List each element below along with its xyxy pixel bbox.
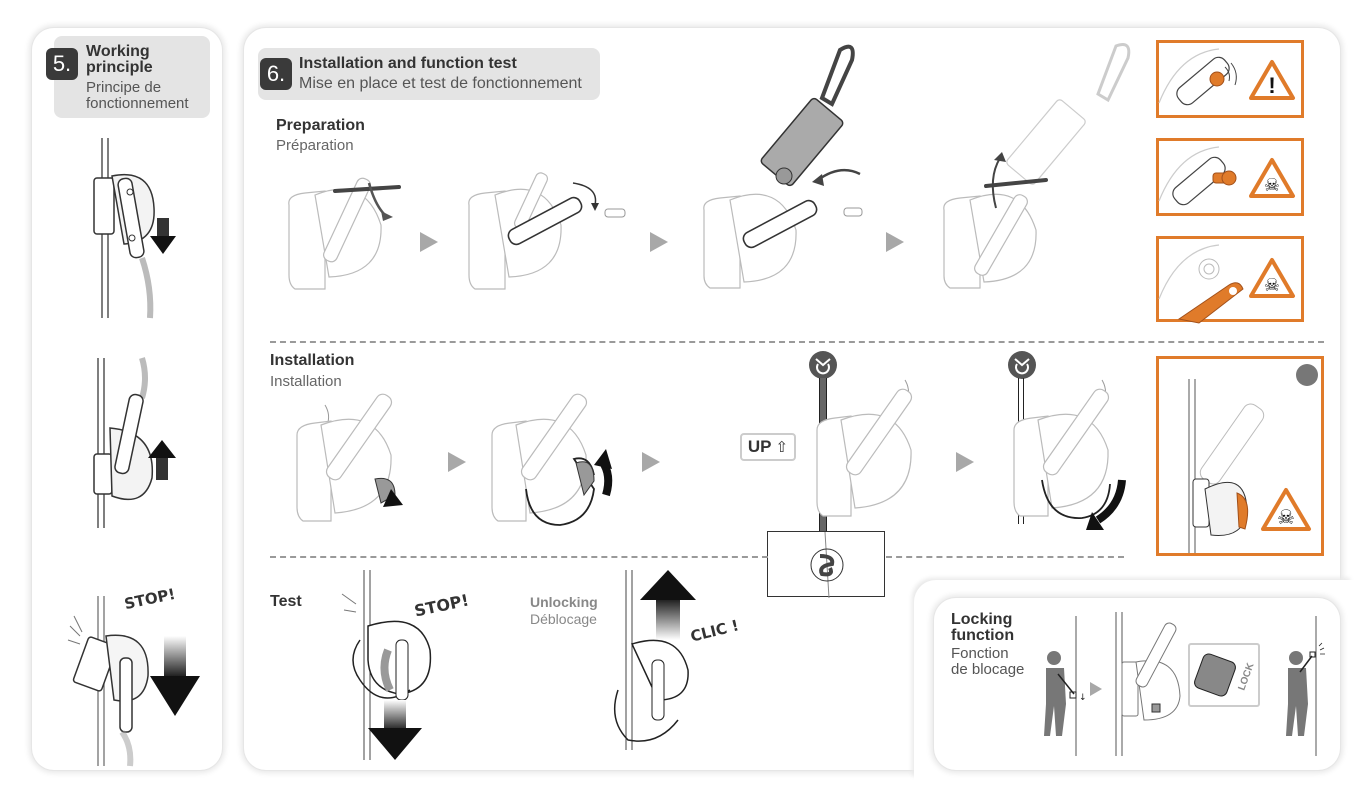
next-step-arrow-icon: [1090, 682, 1102, 696]
next-step-arrow-icon: [420, 232, 438, 252]
installation-title-fr: Mise en place et test de fonctionnement: [299, 75, 582, 92]
up-label: UP: [747, 437, 772, 456]
knot-icon: [810, 531, 844, 599]
preparation-heading-fr: Préparation: [276, 137, 354, 154]
section-divider: [886, 556, 1124, 558]
protruding-screw-illustration: [1158, 146, 1237, 206]
hand-icon: [352, 639, 411, 699]
energy-absorber-icon: [760, 97, 844, 187]
lock-detail-box: LOCK: [1188, 643, 1260, 707]
hand-icon: [613, 689, 679, 742]
missing-screw-illustration: [1158, 244, 1244, 324]
locking-device-illustration: [1115, 612, 1181, 756]
svg-text:LOCK: LOCK: [1236, 661, 1256, 692]
install-step2-illustration: [491, 393, 613, 526]
incorrect-install-illustration: [1188, 364, 1318, 553]
svg-text:↓: ↓: [1079, 693, 1087, 703]
danger-skull-icon: ☠: [1249, 158, 1295, 198]
next-step-arrow-icon: [650, 232, 668, 252]
arrow-down-icon: [150, 218, 176, 254]
arrow-up-icon: [148, 440, 176, 480]
test-heading: Test: [270, 593, 302, 610]
installation-title-en: Installation and function test: [299, 55, 517, 72]
arrow-icon: [383, 489, 403, 507]
warning-box-loose-screw: !: [1156, 40, 1304, 118]
working-principle-title-fr: Principe de fonctionnement: [86, 80, 189, 112]
device-descending-illustration: [93, 138, 176, 319]
unlocking-heading: Unlocking: [530, 594, 598, 610]
locking-title-en-line1: Locking: [951, 611, 1013, 628]
warning-box-missing-screw: ☠: [1156, 236, 1304, 324]
pin-icon: [333, 185, 401, 193]
section-number-badge: 5.: [46, 48, 78, 80]
loose-screw-illustration: [1158, 48, 1237, 106]
carabiner-icon: [819, 44, 855, 107]
warning-exclamation-icon: !: [1249, 60, 1295, 100]
svg-text:☠: ☠: [1277, 505, 1295, 529]
working-principle-header: [54, 36, 210, 118]
install-step4-illustration: [1013, 379, 1126, 530]
danger-skull-icon: ☠: [1249, 258, 1295, 298]
unlocking-heading-fr: Déblocage: [530, 611, 597, 627]
prep-step2-illustration: [468, 172, 626, 290]
rope-anchor-icon: [1008, 351, 1036, 379]
svg-text:☠: ☠: [1264, 175, 1280, 196]
installation-header: [258, 48, 600, 100]
title-fr-line1: Principe de: [86, 79, 162, 96]
arrow-up-outline-icon: ⇧: [775, 439, 789, 456]
next-step-arrow-icon: [956, 452, 974, 472]
prep-step3-illustration: [703, 44, 863, 289]
warning-box-protruding-screw: ☠: [1156, 138, 1304, 216]
arrow-up-large-icon: [640, 570, 696, 600]
cam-lock-icon: LOCK: [1194, 653, 1257, 697]
next-step-arrow-icon: [642, 452, 660, 472]
locking-function-title: Locking function Fonction de blocage: [951, 612, 1024, 678]
prep-step4-illustration: [943, 43, 1131, 289]
person-falling-icon: ↓: [1044, 616, 1087, 756]
device-ascending-illustration: [93, 357, 176, 528]
prep-step1-illustration: [288, 177, 401, 290]
up-label-callout: UP ⇧: [740, 433, 796, 461]
installation-heading-fr: Installation: [270, 373, 342, 390]
preparation-heading: Preparation: [276, 117, 365, 134]
arrow-down-large-icon: [150, 636, 200, 716]
next-step-arrow-icon: [886, 232, 904, 252]
install-step3-illustration: [816, 379, 913, 517]
plate-icon: [507, 196, 583, 246]
section-number-badge: 6.: [260, 58, 292, 90]
svg-text:☠: ☠: [1264, 275, 1280, 296]
warning-box-incorrect-install: ☠: [1156, 356, 1324, 556]
screw-icon: [604, 208, 626, 218]
install-step1-illustration: [296, 393, 403, 522]
section-divider: [270, 341, 1324, 343]
locking-title-fr-line2: de blocage: [951, 661, 1025, 678]
title-fr-line2: fonctionnement: [86, 95, 189, 112]
test-illustration: [341, 570, 432, 760]
svg-text:!: !: [1268, 73, 1275, 98]
arrow-down-large-icon: [384, 700, 406, 730]
danger-skull-icon: ☠: [1261, 488, 1311, 531]
person-arrested-icon: [1286, 616, 1325, 756]
knot-detail-box: [767, 531, 885, 599]
next-step-arrow-icon: [448, 452, 466, 472]
unlocking-illustration: [613, 570, 696, 750]
installation-heading: Installation: [270, 352, 355, 369]
locking-title-fr-line1: Fonction: [951, 645, 1009, 662]
section-divider: [270, 556, 768, 558]
rope-anchor-icon: [809, 351, 837, 379]
device-stop-illustration: [67, 596, 200, 767]
locking-title-en-line2: function: [951, 627, 1015, 644]
